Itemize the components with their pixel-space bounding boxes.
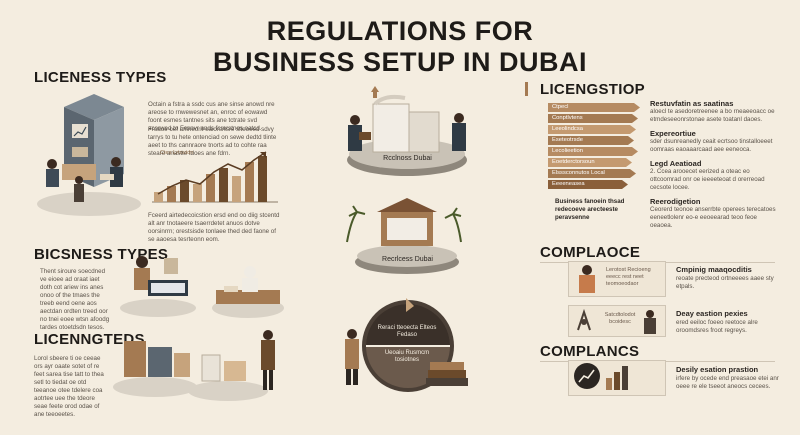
licensing-detail-text: 2. Ccea arooecet eerized a oteac eo ottc… <box>650 168 765 191</box>
business-types-heading: BICSNESS TYPES <box>34 246 169 263</box>
license-types-heading: LICENESS TYPES <box>34 69 167 86</box>
license-types-desc: Octain a fstra a ssdc cus ane sinse anow… <box>148 101 275 132</box>
growth-bar <box>206 174 215 202</box>
licensing-step: Elsssconnutos Local <box>548 169 636 178</box>
person-icon <box>579 265 595 293</box>
licensing-heading: LICENNGTEDS <box>34 331 145 348</box>
page-title: REGULATIONS FOR BUSINESS SETUP IN DUBAI <box>0 16 800 78</box>
compliance-heading-1: COMPLAOCE <box>540 244 641 261</box>
building-label-2: Recrlcess Dubai <box>382 256 433 263</box>
license-types-caption: Fceerd airtedecoicstion ersd end oo diig… <box>148 212 280 243</box>
building-label-1: Rcclnoss Dubai <box>383 155 432 162</box>
compliance-card-2-text: Satcdtolodot bcoidesc <box>604 312 636 325</box>
licensing-detail-text: aloecl te asedoretreenee a bo rneaeeoacc… <box>650 108 775 123</box>
growth-bar <box>154 192 163 202</box>
licensing-documents-illustration <box>113 330 275 401</box>
licensing-step: Ctpecl <box>548 103 640 112</box>
licensing-step: Eoetderctorsoun <box>548 158 632 167</box>
title-line-1: REGULATIONS FOR <box>266 16 534 46</box>
licensing-detail-title: Restuvfatin as saatinas <box>650 99 734 108</box>
licensing-desc: Lorol sbeere ti oe ceeae ors ayr oaate s… <box>34 355 104 418</box>
license-office-illustration <box>37 94 141 216</box>
compliance-row-1-text: reoate precteod ortneeees aaee sty etpal… <box>676 275 774 290</box>
growth-bar <box>245 162 254 202</box>
business-types-desc: Thent siroure soecdned ve eioee ad oraat… <box>40 268 110 331</box>
licensing-detail-title: Legd Aeatioad <box>650 159 702 168</box>
cycle-top-label: Reraci tteoecta Elteos Fedaso <box>377 325 437 338</box>
heading-accent-mark <box>525 82 528 96</box>
licensing-detail-title: Expereortiue <box>650 129 696 138</box>
licensing-detail-text: Ceorerd teonoe anserrbte operees terecat… <box>650 206 776 229</box>
compliance-row-2-title: Deay eastion pexies <box>676 309 748 318</box>
process-cycle-illustration <box>345 298 468 392</box>
licensing-step: Eseteotrsde <box>548 136 634 145</box>
growth-bar <box>180 180 189 202</box>
growth-bar <box>193 184 202 202</box>
growth-bar <box>167 186 176 202</box>
compliance-card-1-text: Lerotost Recioeng eeecc rest neet teomoe… <box>606 267 651 287</box>
chart-label: Ctea Lrtoutdn <box>160 150 194 156</box>
growth-bar <box>258 156 267 202</box>
licensing-step: Eeeeneasea <box>548 180 628 189</box>
growth-bar <box>219 168 228 202</box>
licensing-step: Conptlvtens <box>548 114 638 123</box>
dubai-office-illustration <box>347 86 467 176</box>
title-line-2: BUSINESS SETUP IN DUBAI <box>212 47 588 77</box>
business-people-illustration <box>120 256 284 318</box>
licensing-steps-caption: Business fanoein thsad redecoeve arectee… <box>555 198 625 221</box>
compliance-row-3-title: Desily esation prastion <box>676 365 759 374</box>
compliance-row-1-title: Cmpinig maaqocditis <box>676 265 752 274</box>
growth-bar-chart-illustration <box>152 151 278 203</box>
licensing-detail-text: sder dsunreanedly ceait ecrtsoo tinstall… <box>650 138 773 153</box>
licensing-steps-heading: LICENGSTIOP <box>540 81 645 98</box>
license-types-desc-2: Froaoe oef arlineorit eaiorsrtsre slteoe… <box>148 126 277 157</box>
licensing-detail-title: Reerodigetion <box>650 197 701 206</box>
dubai-heritage-illustration <box>346 198 462 274</box>
compliance-row-2-text: ered eeiloc foeeo reetoce alre oroomdsre… <box>676 319 758 334</box>
compliance-heading-2: COMPLANCS <box>540 343 640 360</box>
cycle-bottom-label: Ueoaiu Rusmcm tosiotnes <box>384 350 430 363</box>
chart-growth-icon <box>574 363 628 390</box>
compliance-documents-icon <box>577 308 656 334</box>
growth-bar <box>232 176 241 202</box>
licensing-step: Lecolieetion <box>548 147 638 156</box>
licensing-step: Leeolindcsa <box>548 125 636 134</box>
compliance-row-3-text: irfere by ocede end preasaoe etei anr oe… <box>676 375 779 390</box>
